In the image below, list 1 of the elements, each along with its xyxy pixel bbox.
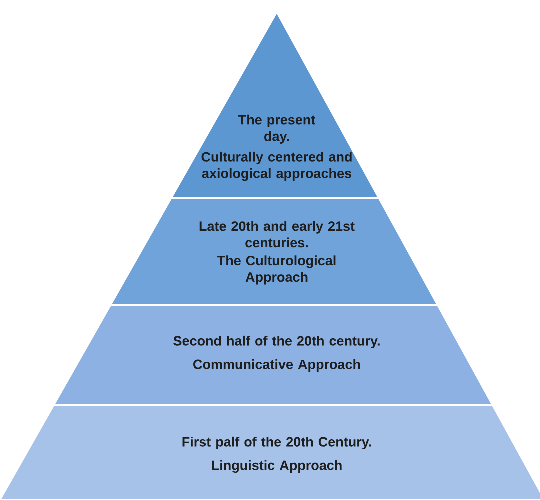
pyramid-band: First palf of the 20th Century. Linguistic Approach [0, 404, 540, 500]
